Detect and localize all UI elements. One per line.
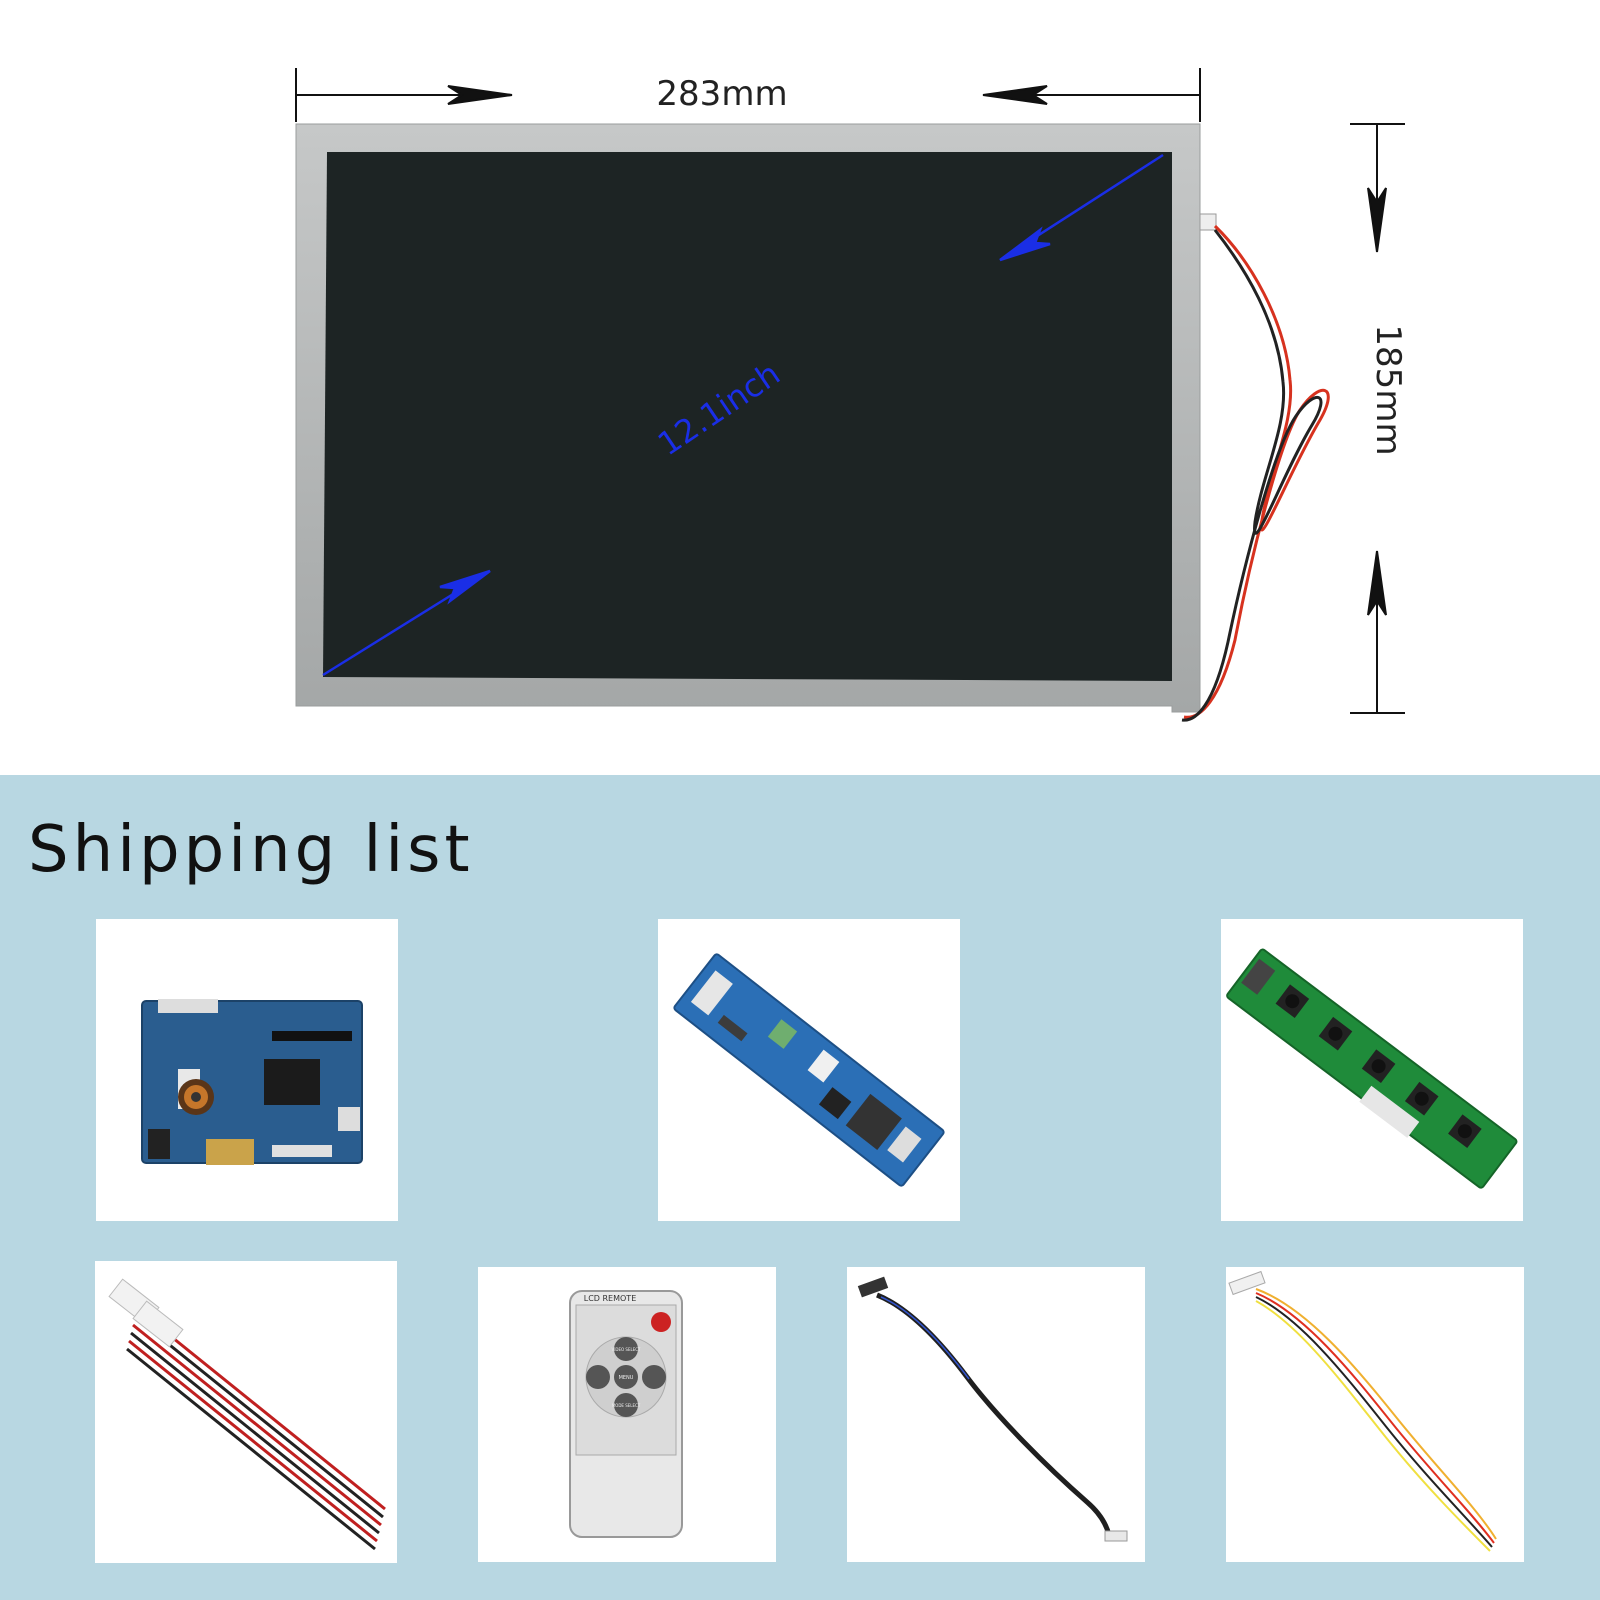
shipping-list-panel: Shipping list [0, 775, 1600, 1600]
lcd-screen [323, 152, 1172, 681]
remote-control-card: LCD REMOTE VIDEO SELECT MENU MODE SELECT [478, 1267, 776, 1562]
remote-brand-label: LCD REMOTE [584, 1294, 637, 1303]
keypad-cable-image [1228, 1270, 1497, 1552]
width-label: 283mm [656, 74, 787, 114]
keypad-cable-card [1226, 1267, 1524, 1562]
remote-menu-button[interactable] [614, 1365, 638, 1389]
product-diagram: 283mm 185mm 12.1inch [0, 0, 1600, 775]
height-label: 185mm [1368, 324, 1408, 455]
width-dimension-line [295, 68, 1201, 122]
lcd-dimension-diagram: 283mm 185mm 12.1inch [295, 68, 1408, 722]
shipping-list-title: Shipping list [28, 813, 474, 887]
diagonal-arrows [322, 153, 1164, 677]
remote-up-button[interactable] [614, 1337, 638, 1361]
controller-board-card [96, 919, 398, 1221]
remote-power-button[interactable] [651, 1312, 671, 1332]
inverter-board-image [673, 953, 945, 1187]
keypad-board-card [1221, 919, 1523, 1221]
backlight-cable [1181, 213, 1330, 722]
keypad-board-image [1226, 948, 1518, 1189]
inverter-board-card [658, 919, 960, 1221]
remote-control-image: LCD REMOTE VIDEO SELECT MENU MODE SELECT [569, 1290, 683, 1538]
power-cable-image [108, 1278, 386, 1551]
lvds-cable-card [847, 1267, 1145, 1562]
remote-right-button[interactable] [642, 1365, 666, 1389]
power-cable-card [95, 1261, 397, 1563]
remote-up-label: VIDEO SELECT [611, 1347, 641, 1352]
remote-left-button[interactable] [586, 1365, 610, 1389]
controller-board-image [141, 999, 363, 1165]
lvds-cable-image [857, 1276, 1128, 1542]
remote-down-button[interactable] [614, 1393, 638, 1417]
remote-menu-label: MENU [619, 1375, 634, 1381]
height-dimension-line [1350, 123, 1405, 714]
remote-down-label: MODE SELECT [612, 1403, 641, 1408]
